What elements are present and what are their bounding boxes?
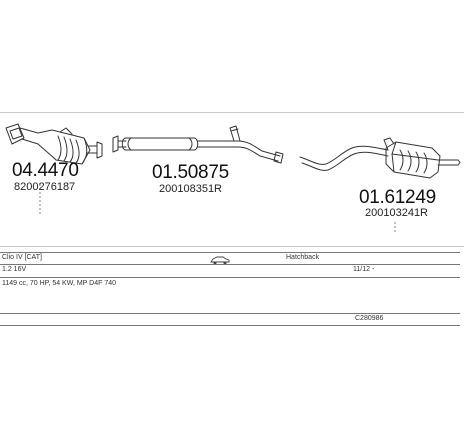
middle-pipe-drawing [112,125,284,164]
part-number-1[interactable]: 04.4470 [12,160,79,181]
table-line-4 [0,313,460,314]
production-from: 11/12 - [353,266,375,273]
kit-code: C280986 [355,315,384,322]
part-number-2[interactable]: 01.50875 [152,162,229,183]
catalytic-converter-drawing [5,123,103,165]
oem-number-3: 200103241R [365,207,429,219]
rear-silencer-drawing [299,137,461,179]
oem-number-2: 200108351R [159,183,223,195]
engine: 1.2 16V [2,266,27,273]
guide-line-bottom [0,246,464,247]
vehicle-model: Clio IV [CAT] [2,254,42,261]
table-line-top [0,252,460,253]
engine-details: 1149 cc, 70 HP, 54 KW, MP D4F 740 [2,280,117,287]
car-icon [210,256,230,265]
table-line-bottom [0,325,460,326]
table-line-3 [0,277,460,278]
oem-number-1: 8200276187 [14,181,76,193]
table-line-2 [0,264,460,265]
exhaust-system-diagram [5,123,461,234]
part-number-3[interactable]: 01.61249 [359,187,436,208]
body-type: Hatchback [286,254,320,261]
guide-line-top [0,112,464,113]
